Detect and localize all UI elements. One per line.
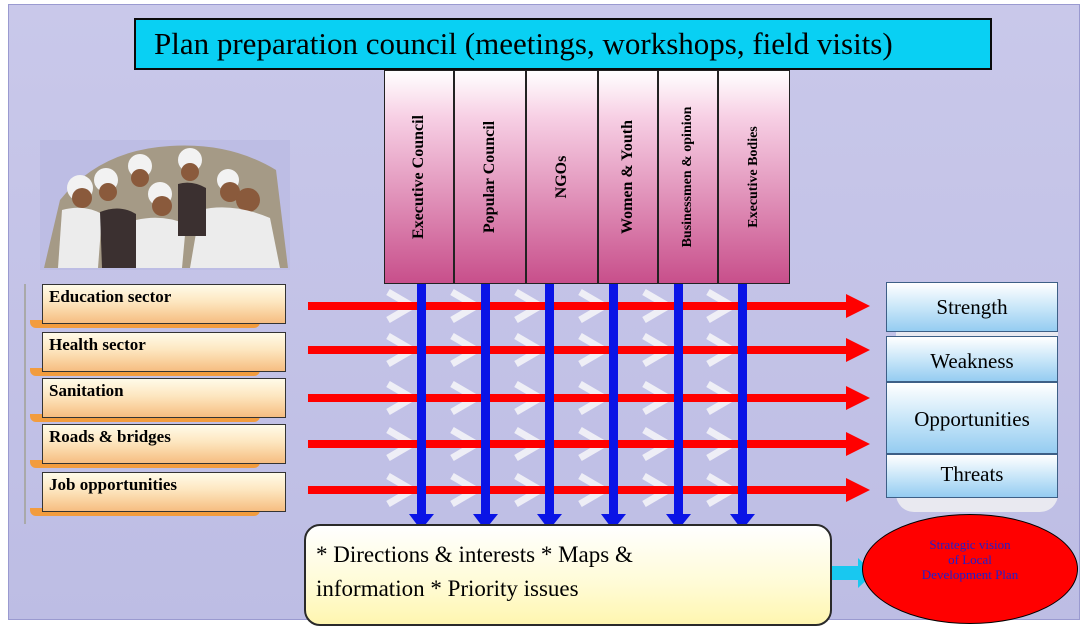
- arrow-head-down-icon: [537, 514, 562, 530]
- arrow-head-right-icon: [846, 386, 870, 410]
- swot-weakness: Weakness: [886, 336, 1058, 382]
- swot-opportunities: Opportunities: [886, 382, 1058, 454]
- sector-tab: [30, 414, 260, 422]
- swot-strength: Strength: [886, 282, 1058, 332]
- arrow-head-right-icon: [846, 338, 870, 362]
- arrow-head-right-icon: [846, 432, 870, 456]
- stakeholder-arrow-shaft: [417, 284, 426, 516]
- sector-tab: [30, 508, 260, 516]
- vision-arrow-shaft: [830, 566, 860, 580]
- stakeholder-arrow-shaft: [609, 284, 618, 516]
- arrow-head-down-icon: [730, 514, 755, 530]
- sector-health: Health sector: [42, 332, 286, 372]
- priority-issues-box: * Directions & interests * Maps & inform…: [304, 524, 832, 626]
- swot-threats: Threats: [886, 454, 1058, 498]
- sector-education: Education sector: [42, 284, 286, 324]
- priority-issues-line: * Directions & interests * Maps &: [316, 542, 633, 567]
- stakeholder-arrow-shaft: [481, 284, 490, 516]
- sector-arrow-shaft: [308, 302, 848, 310]
- sector-arrow-shaft: [308, 440, 848, 448]
- arrow-head-down-icon: [473, 514, 498, 530]
- sector-tab: [30, 320, 260, 328]
- stakeholder-arrow-shaft: [674, 284, 683, 516]
- stakeholder-executive-bodies: Executive Bodies: [718, 70, 790, 284]
- sector-panel-shadow: [24, 284, 296, 524]
- plan-preparation-council-title: Plan preparation council (meetings, work…: [134, 18, 992, 70]
- stakeholder-ngos: NGOs: [526, 70, 598, 284]
- stakeholder-businessmen-opinion: Businessmen & opinion: [658, 70, 718, 284]
- stakeholder-arrow-shaft: [545, 284, 554, 516]
- sector-tab: [30, 460, 260, 468]
- vision-label-line: Development Plan: [921, 567, 1019, 582]
- sector-job-opportunities: Job opportunities: [42, 472, 286, 512]
- arrow-head-right-icon: [846, 294, 870, 318]
- strategic-vision-ellipse: Strategic vision of Local Development Pl…: [862, 514, 1078, 624]
- sector-sanitation: Sanitation: [42, 378, 286, 418]
- sector-tab: [30, 368, 260, 376]
- vision-label-line: Strategic vision: [929, 537, 1011, 552]
- vision-label-line: of Local: [948, 552, 992, 567]
- sector-roads-bridges: Roads & bridges: [42, 424, 286, 464]
- strategic-vision-label: Strategic vision of Local Development Pl…: [863, 537, 1077, 582]
- sector-arrow-shaft: [308, 346, 848, 354]
- stakeholder-executive-council: Executive Council: [384, 70, 454, 284]
- arrow-head-right-icon: [846, 478, 870, 502]
- arrow-head-down-icon: [601, 514, 626, 530]
- sector-arrow-shaft: [308, 486, 848, 494]
- arrow-head-down-icon: [409, 514, 434, 530]
- stakeholder-women-youth: Women & Youth: [598, 70, 658, 284]
- arrow-head-down-icon: [666, 514, 691, 530]
- council-meeting-photo: [40, 140, 290, 270]
- stakeholder-popular-council: Popular Council: [454, 70, 526, 284]
- priority-issues-line: information * Priority issues: [316, 576, 579, 601]
- stakeholder-arrow-shaft: [738, 284, 747, 516]
- sector-arrow-shaft: [308, 394, 848, 402]
